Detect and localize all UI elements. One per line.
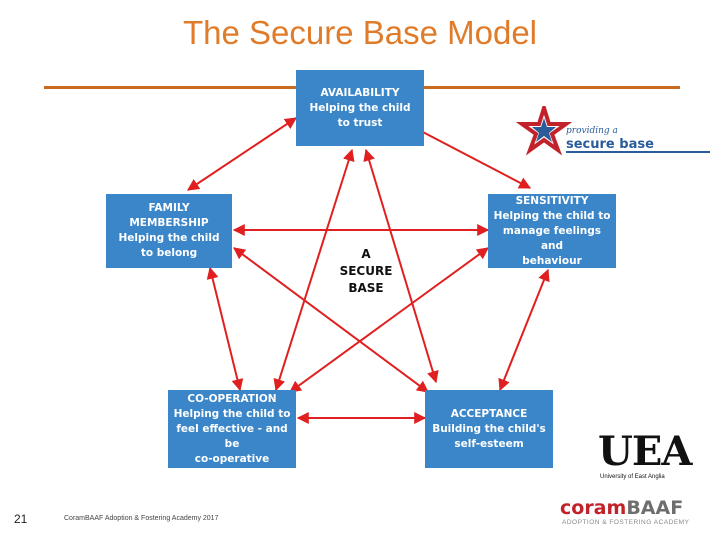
box-family-title: FAMILY MEMBERSHIP: [129, 202, 209, 229]
corambaaf-logo: coramBAAF: [560, 498, 683, 518]
box-sensitivity-line1: Helping the child to: [493, 209, 611, 222]
arrow-sensitivity-cooperation: [289, 247, 489, 393]
center-label-line1: A: [361, 247, 371, 261]
box-availability-line1: Helping the child: [309, 101, 411, 114]
corambaaf-logo-baaf: BAAF: [626, 497, 684, 519]
box-sensitivity-title: SENSITIVITY: [515, 194, 589, 207]
uea-logo: UEA: [598, 428, 692, 475]
arrow-family-cooperation: [206, 266, 244, 392]
box-family-line1: Helping the child: [118, 232, 220, 244]
slide-number: 21: [14, 512, 28, 526]
slide-title: The Secure Base Model: [182, 14, 538, 51]
box-availability-title: AVAILABILITY: [320, 86, 400, 99]
footer-text: CoramBAAF Adoption & Fostering Academy 2…: [64, 515, 219, 522]
center-label-line3: BASE: [348, 281, 384, 295]
box-sensitivity-line3: behaviour: [522, 254, 582, 267]
box-cooperation-line3: co-operative: [194, 452, 270, 465]
box-cooperation-line1: Helping the child to: [173, 407, 291, 420]
box-availability-line2: to trust: [337, 116, 383, 129]
box-cooperation-title: CO-OPERATION: [187, 392, 277, 405]
secure-base-logo-main: secure base: [566, 137, 654, 152]
center-label: A SECURE BASE: [326, 246, 406, 297]
arrow-availability-family: [187, 117, 297, 191]
box-sensitivity-line2: manage feelings and: [502, 224, 602, 252]
box-family-membership: FAMILY MEMBERSHIP Helping the child to b…: [106, 194, 232, 268]
arrow-sensitivity-acceptance: [498, 268, 550, 392]
corambaaf-logo-subtitle: ADOPTION & FOSTERING ACADEMY: [562, 519, 690, 526]
box-acceptance: ACCEPTANCE Building the child's self-est…: [425, 390, 553, 468]
secure-base-logo-underline: [566, 151, 710, 153]
secure-base-logo-top: providing a: [566, 126, 618, 136]
box-acceptance-line1: Building the child's: [432, 422, 546, 435]
secure-base-star-logo: [516, 106, 573, 156]
box-cooperation-line2: feel effective - and be: [176, 422, 288, 450]
box-sensitivity: SENSITIVITY Helping the child to manage …: [488, 194, 616, 268]
corambaaf-logo-coram: coram: [560, 497, 627, 519]
center-label-line2: SECURE: [339, 264, 393, 278]
box-cooperation: CO-OPERATION Helping the child to feel e…: [168, 390, 296, 468]
box-acceptance-line2: self-esteem: [454, 437, 524, 450]
box-family-line2: to belong: [140, 247, 198, 259]
uea-logo-subtitle: University of East Anglia: [600, 474, 665, 480]
box-acceptance-title: ACCEPTANCE: [450, 407, 528, 420]
box-availability: AVAILABILITY Helping the child to trust: [296, 70, 424, 146]
